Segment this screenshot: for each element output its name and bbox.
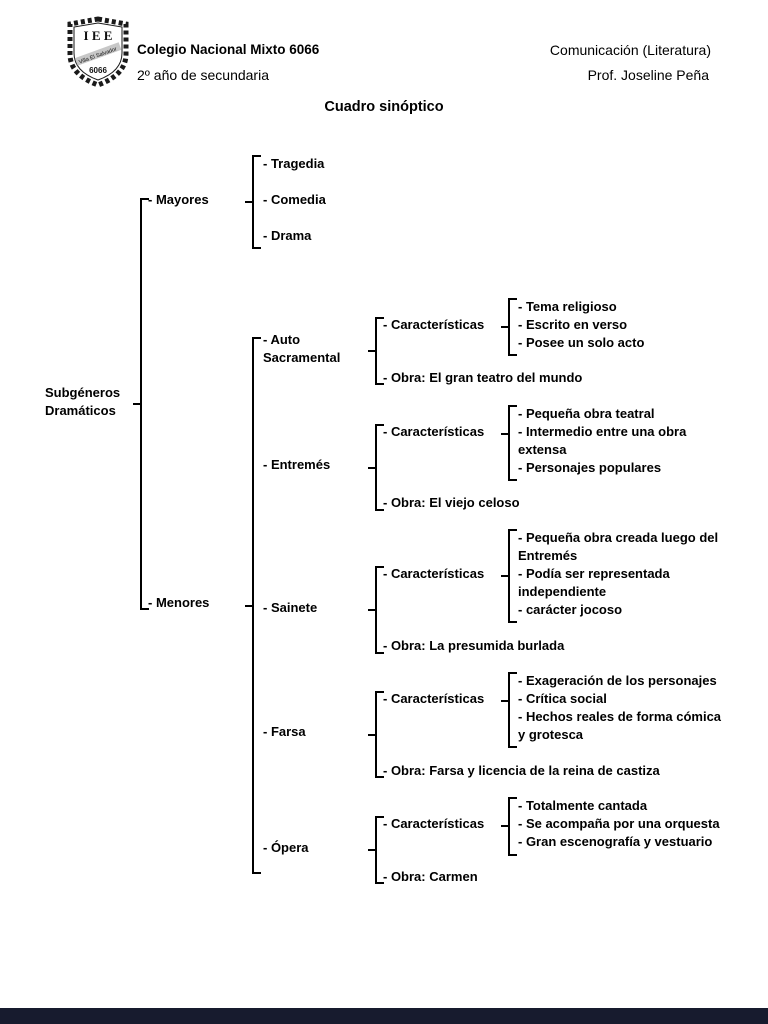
caracteristica-item: - Posee un solo acto — [518, 335, 645, 350]
obra-label: - Obra: Farsa y licencia de la reina de … — [383, 763, 660, 778]
caracteristica-item: - Escrito en verso — [518, 317, 628, 332]
caracteristica-item: - Pequeña obra creada luego del Entremés — [518, 530, 719, 563]
bracket-opera — [368, 816, 384, 884]
branch-mayores-label: - Mayores — [148, 192, 209, 207]
caracteristicas-label: - Características — [383, 566, 485, 581]
logo-number: 6066 — [89, 66, 107, 75]
leaf-tragedia: - Tragedia — [263, 156, 325, 171]
obra-label: - Obra: El viejo celoso — [383, 495, 520, 510]
caracteristica-item: - Podía ser representada independiente — [518, 566, 670, 599]
bracket-farsa — [368, 691, 384, 778]
caracteristicas-label: - Características — [383, 424, 485, 439]
bracket-opera-caracteristicas — [501, 797, 517, 856]
bracket-root — [133, 198, 149, 610]
caracteristica-item: - Pequeña obra teatral — [518, 406, 655, 421]
caracteristica-item: - Totalmente cantada — [518, 798, 648, 813]
obra-label: - Obra: La presumida burlada — [383, 638, 565, 653]
subgenre-opera-label: - Ópera — [263, 840, 309, 855]
grade-label: 2º año de secundaria — [137, 67, 269, 83]
caracteristica-item: - Crítica social — [518, 691, 607, 706]
caracteristica-item: - Personajes populares — [518, 460, 662, 475]
bracket-entremes-caracteristicas — [501, 405, 517, 481]
page-title: Cuadro sinóptico — [324, 99, 444, 115]
school-crest-logo: I E E Villa El Salvador 6066 — [67, 16, 129, 88]
caracteristica-item: - Se acompaña por una orquesta — [518, 816, 720, 831]
root-label: Subgéneros Dramáticos — [45, 385, 121, 418]
subgenre-sainete-label: - Sainete — [263, 600, 318, 615]
obra-label: - Obra: Carmen — [383, 869, 478, 884]
caracteristica-item: - Gran escenografía y vestuario — [518, 834, 713, 849]
obra-label: - Obra: El gran teatro del mundo — [383, 370, 583, 385]
leaf-drama: - Drama — [263, 228, 312, 243]
bracket-mayores — [245, 155, 261, 249]
bracket-entremes — [368, 424, 384, 511]
teacher-name: Prof. Joseline Peña — [587, 67, 709, 83]
caracteristicas-label: - Características — [383, 816, 485, 831]
caracteristica-item: - Tema religioso — [518, 299, 617, 314]
bracket-auto-caracteristicas — [501, 298, 517, 356]
subgenre-entremes-label: - Entremés — [263, 457, 331, 472]
caracteristicas-label: - Características — [383, 691, 485, 706]
subgenre-farsa-label: - Farsa — [263, 724, 306, 739]
caracteristica-item: - Hechos reales de forma cómica y grotes… — [518, 709, 722, 742]
subgenre-auto-sacramental-label: - Auto Sacramental — [263, 332, 341, 365]
bracket-farsa-caracteristicas — [501, 672, 517, 748]
course-name: Comunicación (Literatura) — [549, 42, 711, 58]
bracket-sainete-caracteristicas — [501, 529, 517, 623]
caracteristica-item: - Intermedio entre una obra extensa — [518, 424, 687, 457]
branch-menores-label: - Menores — [148, 595, 210, 610]
caracteristicas-label: - Características — [383, 317, 485, 332]
bracket-menores — [245, 337, 261, 874]
caracteristica-item: - Exageración de los personajes — [518, 673, 717, 688]
bracket-auto-sacramental — [368, 317, 384, 385]
bracket-sainete — [368, 566, 384, 654]
caracteristica-item: - carácter jocoso — [518, 602, 623, 617]
leaf-comedia: - Comedia — [263, 192, 326, 207]
school-name: Colegio Nacional Mixto 6066 — [137, 42, 320, 57]
logo-initials: I E E — [84, 28, 113, 43]
viewer-footer-bar — [0, 1008, 768, 1024]
